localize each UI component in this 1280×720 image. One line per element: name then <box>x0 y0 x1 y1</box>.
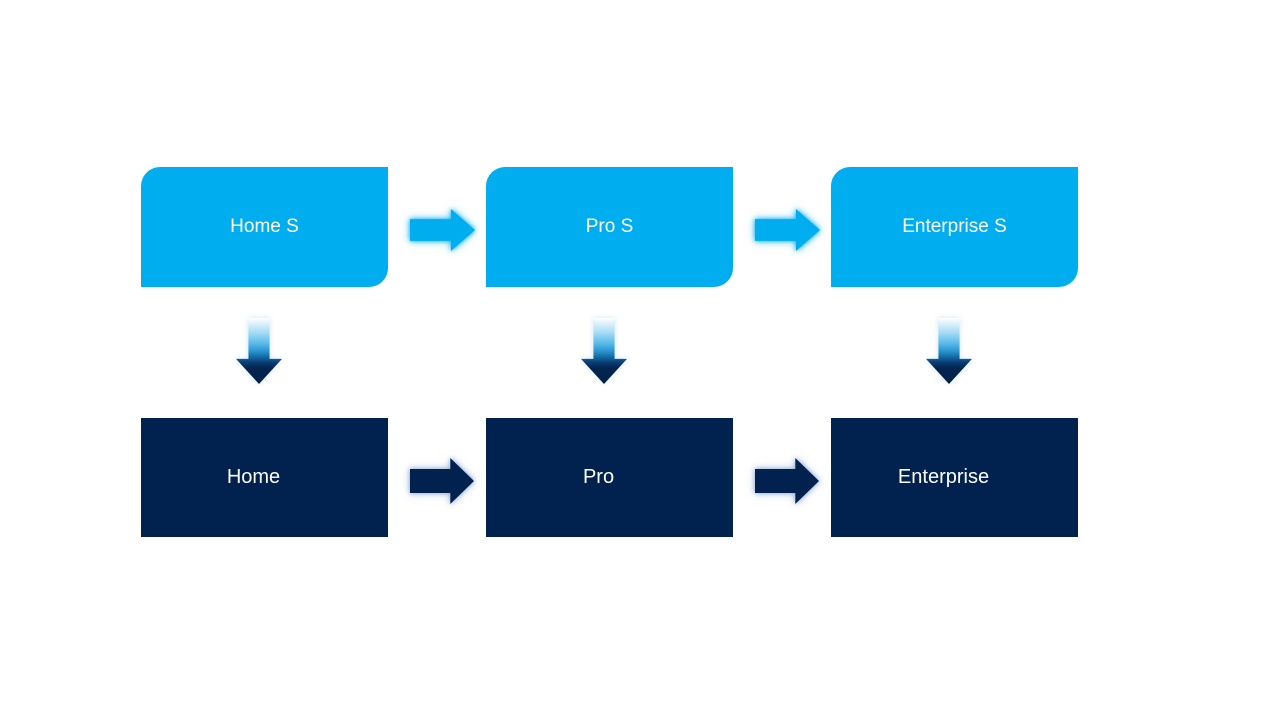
node-enterprise[interactable]: Enterprise <box>831 418 1078 537</box>
node-home[interactable]: Home <box>141 418 388 537</box>
right-arrow-icon <box>755 458 819 504</box>
node-enterprise-s[interactable]: Enterprise S <box>831 167 1078 287</box>
node-pro-s-label: Pro S <box>585 216 634 237</box>
right-arrow-pro-s-to-enterprise-s <box>755 209 820 251</box>
node-home-s-label: Home S <box>230 216 299 237</box>
right-arrow-home-s-to-pro-s <box>410 209 475 251</box>
node-home-label: Home <box>226 466 281 488</box>
right-arrow-icon <box>410 209 475 251</box>
right-arrow-pro-to-enterprise <box>755 458 819 504</box>
node-enterprise-label: Enterprise <box>897 466 990 488</box>
down-arrow-home-s-to-home <box>236 318 282 384</box>
right-arrow-icon <box>755 209 820 251</box>
node-pro-label: Pro <box>582 466 615 488</box>
down-arrow-enterprise-s-to-enterprise <box>926 318 972 384</box>
down-arrow-icon <box>236 318 282 384</box>
down-arrow-icon <box>581 318 627 384</box>
node-pro[interactable]: Pro <box>486 418 733 537</box>
right-arrow-icon <box>410 458 474 504</box>
down-arrow-icon <box>926 318 972 384</box>
down-arrow-pro-s-to-pro <box>581 318 627 384</box>
node-pro-s[interactable]: Pro S <box>486 167 733 287</box>
node-enterprise-s-label: Enterprise S <box>902 216 1007 237</box>
node-home-s[interactable]: Home S <box>141 167 388 287</box>
right-arrow-home-to-pro <box>410 458 474 504</box>
